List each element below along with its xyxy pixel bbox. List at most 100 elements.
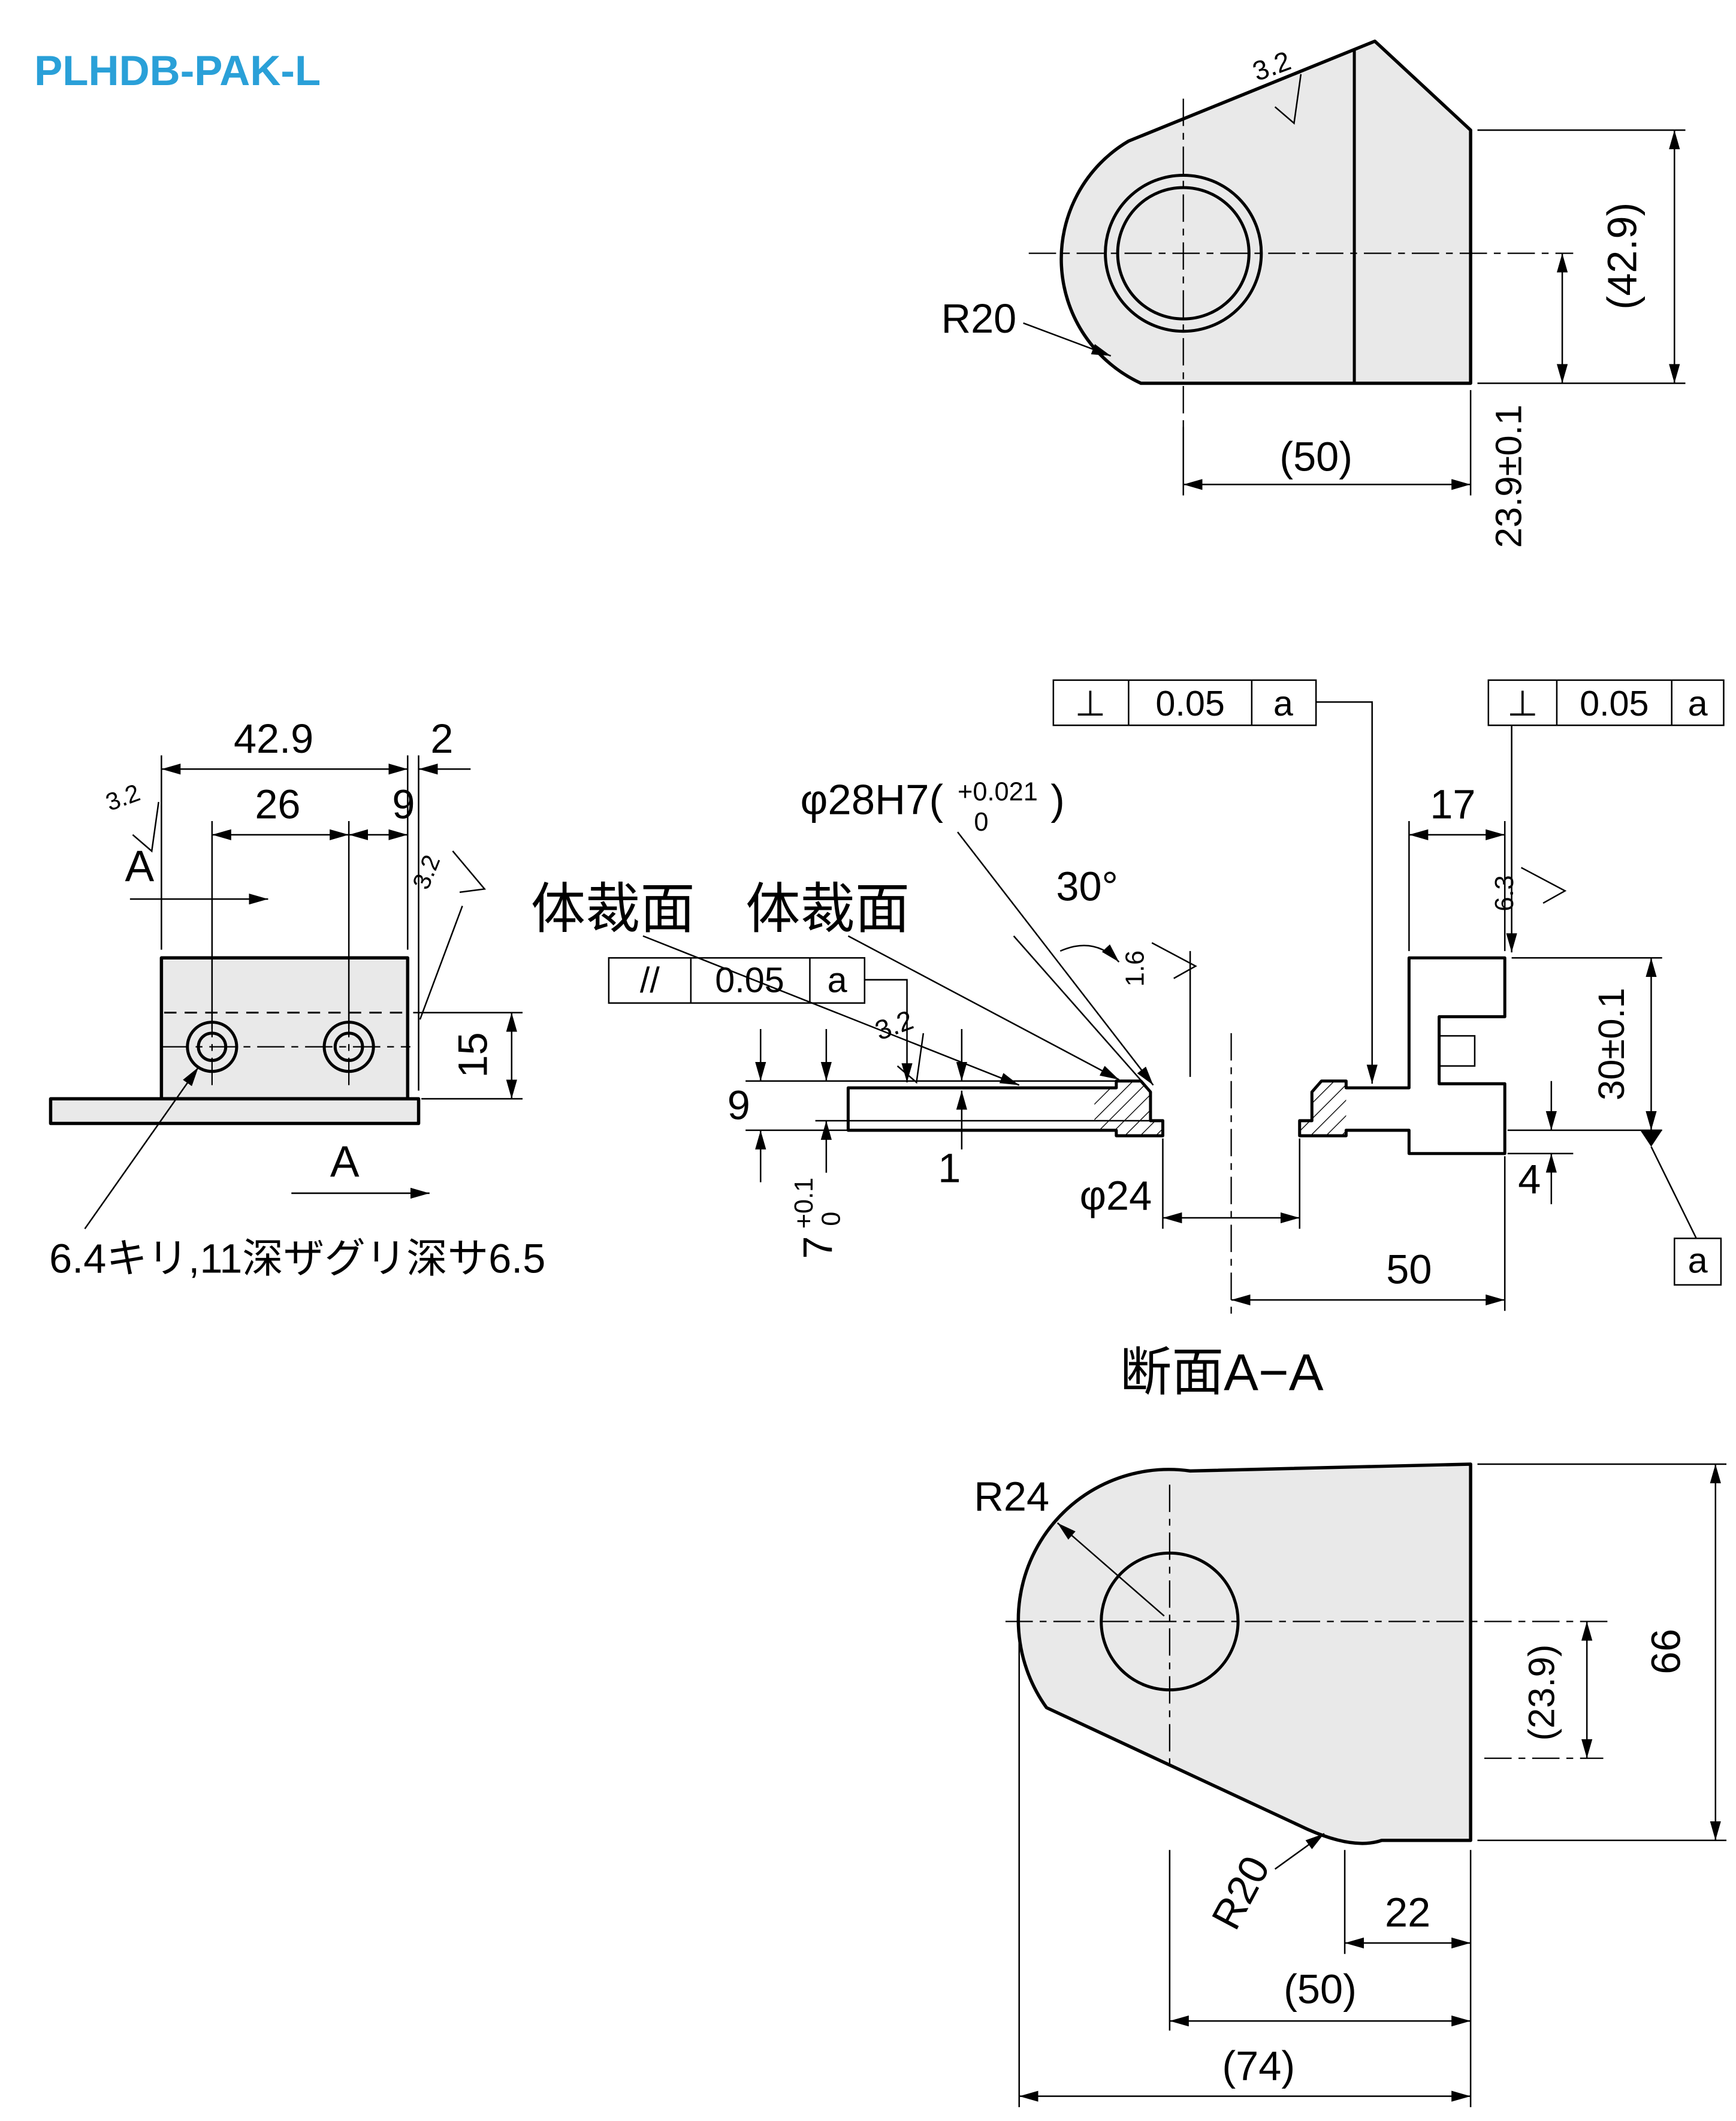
dim-text: 22 xyxy=(1385,1890,1430,1936)
dim-50: (50) xyxy=(1169,1850,1471,2031)
dim-text: 1 xyxy=(938,1145,961,1191)
dim-height-42-9: (42.9) xyxy=(1477,129,1686,384)
angle-text: 30° xyxy=(1056,863,1118,909)
dim-42-9: 42.9 xyxy=(161,716,409,950)
radius-text: R20 xyxy=(1203,1848,1279,1936)
dim-text: 9 xyxy=(727,1082,750,1129)
datum-label: a xyxy=(1688,1240,1708,1280)
section-arrow-top: A xyxy=(125,842,268,905)
dim-tol-zero: 0 xyxy=(817,1212,846,1226)
view-eye-front: (42.9) 23.9±0.1 (50) 3.2 R20 xyxy=(941,40,1686,548)
counterbore-note: 6.4キリ,11深ザグリ深サ6.5 xyxy=(49,1067,545,1281)
finish-value: 6.3 xyxy=(1490,875,1519,911)
dim-23-9: 23.9±0.1 xyxy=(1489,253,1568,548)
page-title: PLHDB-PAK-L xyxy=(34,47,321,94)
dim-23-9: (23.9) xyxy=(1521,1621,1593,1758)
dim-22: 22 xyxy=(1343,1850,1472,2107)
bore-tol-plus: +0.021 xyxy=(958,778,1038,807)
fcf-symbol: // xyxy=(640,960,660,1000)
dim-26: 26 xyxy=(211,781,350,1029)
section-caption: 断面A−A xyxy=(1120,1344,1324,1402)
radius-text: R20 xyxy=(941,295,1017,342)
bore-tol-zero: 0 xyxy=(974,808,988,837)
datum-a: a xyxy=(1640,1130,1722,1286)
fcf-perpendicularity-right: ⊥ 0.05 a xyxy=(1487,679,1725,953)
dim-9: 9 xyxy=(349,781,415,840)
fcf-perpendicularity-left: ⊥ 0.05 a xyxy=(1052,679,1378,1084)
surface-finish-right: 3.2 xyxy=(407,850,487,1020)
dim-text: 30±0.1 xyxy=(1591,988,1632,1100)
datum-triangle xyxy=(1640,1130,1662,1147)
finished-surface-labels: 体裁面 体裁面 xyxy=(531,879,1120,1086)
dim-15: 15 xyxy=(413,1012,523,1100)
dim-4-foot: 4 xyxy=(1507,1081,1574,1205)
radius-callout-r20: R20 xyxy=(941,295,1112,357)
finish-wall-6-3: 6.3 xyxy=(1490,867,1567,912)
dim-30-wall-height: 30±0.1 xyxy=(1507,957,1662,1132)
view-eye-back: R24 (23.9) 66 R20 22 (50) xyxy=(974,1462,1727,2107)
fcf-datum: a xyxy=(1273,683,1293,723)
fcf-symbol: ⊥ xyxy=(1507,683,1538,723)
wall-slot-detail xyxy=(1439,1035,1476,1067)
chamfer-angle: 30° xyxy=(1013,863,1148,1087)
fcf-datum: a xyxy=(828,960,847,1000)
dim-text: 9 xyxy=(392,781,415,827)
fcf-symbol: ⊥ xyxy=(1075,683,1106,723)
dim-text: 17 xyxy=(1430,781,1475,827)
bore-dimension-phi28: φ28H7( +0.021 0 ) xyxy=(800,776,1154,1086)
dim-text: 15 xyxy=(450,1032,496,1078)
dim-phi24: φ24 xyxy=(1080,1138,1301,1229)
radius-callout-r24: R24 xyxy=(974,1474,1165,1617)
radius-callout-r20: R20 xyxy=(1203,1833,1325,1936)
dim-text: 4 xyxy=(1518,1156,1541,1202)
dim-text: (23.9) xyxy=(1521,1645,1562,1741)
dim-9-boss: 9 xyxy=(727,1028,1116,1182)
section-label: A xyxy=(125,842,154,891)
surface-label: 体裁面 xyxy=(531,879,695,940)
dim-2: 2 xyxy=(418,716,471,1091)
dim-text: (50) xyxy=(1284,1966,1357,2012)
fcf-datum: a xyxy=(1688,683,1708,723)
baseplate-outline xyxy=(49,1097,421,1126)
dim-tol-plus: +0.1 xyxy=(790,1178,819,1229)
eye-outline xyxy=(1059,40,1472,385)
block-outline xyxy=(159,956,410,1101)
fcf-parallelism: // 0.05 a xyxy=(608,957,913,1083)
dim-text: 26 xyxy=(255,781,300,827)
dim-50-offset: 50 xyxy=(1231,1156,1506,1311)
bore-text: φ28H7( xyxy=(800,776,943,823)
dim-text: (42.9) xyxy=(1599,203,1645,310)
dim-text: 50 xyxy=(1386,1247,1432,1293)
surface-finish-icon: 3.2 xyxy=(871,1004,925,1084)
dim-text: 7 xyxy=(795,1236,841,1259)
dim-1-protrusion: 1 xyxy=(938,1028,968,1191)
dim-74: (74) xyxy=(1018,1631,1471,2107)
section-label: A xyxy=(330,1138,360,1187)
dim-text: φ24 xyxy=(1080,1172,1152,1218)
dim-7-depth: 7 +0.1 0 xyxy=(790,1028,1151,1259)
dim-width-50: (50) xyxy=(1182,390,1472,496)
dim-text: (74) xyxy=(1222,2042,1295,2089)
dim-text: 42.9 xyxy=(234,716,313,762)
hatch-left xyxy=(1094,1081,1163,1136)
radius-text: R24 xyxy=(974,1474,1049,1520)
finish-value: 3.2 xyxy=(102,779,143,816)
fcf-tolerance: 0.05 xyxy=(1580,683,1649,723)
dim-17: 17 xyxy=(1408,781,1506,951)
finish-bore-1-6: 1.6 xyxy=(1121,942,1197,1077)
view-plan: 42.9 2 26 9 A A 3.2 xyxy=(49,716,545,1281)
fcf-tolerance: 0.05 xyxy=(1155,683,1225,723)
note-text: 6.4キリ,11深ザグリ深サ6.5 xyxy=(49,1235,545,1281)
fcf-tolerance: 0.05 xyxy=(715,960,784,1000)
bore-close: ) xyxy=(1050,776,1065,823)
finish-value: 3.2 xyxy=(407,851,445,893)
section-arrow-bottom: A xyxy=(291,1138,430,1199)
dim-66: 66 xyxy=(1477,1463,1727,1842)
finish-value: 3.2 xyxy=(871,1004,917,1046)
eye-outline xyxy=(1016,1462,1472,1845)
hatch-right xyxy=(1299,1081,1346,1136)
dim-text: 66 xyxy=(1643,1629,1689,1675)
dim-text: (50) xyxy=(1279,434,1352,480)
dim-text: 23.9±0.1 xyxy=(1489,405,1530,548)
